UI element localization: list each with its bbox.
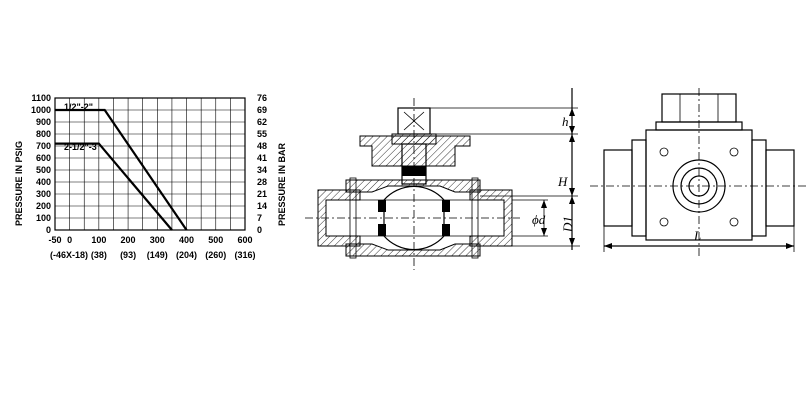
pad-hole-2 bbox=[729, 147, 739, 157]
x-tick-f: 300 bbox=[150, 235, 165, 245]
x-tick-c: (93) bbox=[120, 250, 136, 260]
pad-hole-1 bbox=[659, 147, 669, 157]
top-flange bbox=[359, 135, 471, 167]
y-axis-label-left: PRESSURE IN PSIG bbox=[14, 141, 24, 226]
seat-right-bottom bbox=[442, 224, 450, 236]
x-tick-f: 600 bbox=[237, 235, 252, 245]
y-tick-bar: 41 bbox=[257, 153, 267, 163]
y-tick-psig: 100 bbox=[36, 213, 51, 223]
y-tick-bar: 62 bbox=[257, 117, 267, 127]
y-tick-psig: 500 bbox=[36, 165, 51, 175]
ball-valve-end-view: L bbox=[590, 88, 806, 258]
y-tick-bar: 7 bbox=[257, 213, 262, 223]
y-tick-bar: 28 bbox=[257, 177, 267, 187]
body-bolt-right bbox=[471, 177, 479, 259]
pad-hole-3 bbox=[659, 217, 669, 227]
x-tick-c: (149) bbox=[147, 250, 168, 260]
dim-H: H bbox=[557, 174, 568, 189]
chart-frame bbox=[54, 97, 246, 231]
y-tick-psig: 1000 bbox=[31, 105, 51, 115]
y-tick-bar: 55 bbox=[257, 129, 267, 139]
end-view-side-right bbox=[765, 149, 795, 227]
dim-h: h bbox=[562, 114, 569, 129]
x-tick-c: (316) bbox=[234, 250, 255, 260]
y-tick-psig: 600 bbox=[36, 153, 51, 163]
dim-L: L bbox=[693, 228, 701, 243]
series-line-1 bbox=[55, 108, 188, 231]
stem-seal bbox=[402, 166, 426, 176]
y-tick-bar: 76 bbox=[257, 93, 267, 103]
y-tick-psig: 700 bbox=[36, 141, 51, 151]
y-tick-bar: 48 bbox=[257, 141, 267, 151]
x-tick-c: (38) bbox=[91, 250, 107, 260]
dim-D1: D1 bbox=[560, 216, 575, 233]
y-tick-bar: 0 bbox=[257, 225, 262, 235]
y-tick-bar: 69 bbox=[257, 105, 267, 115]
y-tick-psig: 900 bbox=[36, 117, 51, 127]
y-axis-label-right: PRESSURE IN BAR bbox=[277, 142, 287, 226]
x-tick-f: 0 bbox=[67, 235, 72, 245]
y-tick-psig: 200 bbox=[36, 201, 51, 211]
end-view-flange-right bbox=[751, 139, 767, 237]
series-line-2 bbox=[55, 142, 173, 231]
x-tick-f: 400 bbox=[179, 235, 194, 245]
y-tick-psig: 0 bbox=[46, 225, 51, 235]
end-view-flange-left bbox=[631, 139, 647, 237]
y-tick-psig: 800 bbox=[36, 129, 51, 139]
y-tick-bar: 14 bbox=[257, 201, 267, 211]
x-tick-c: (260) bbox=[205, 250, 226, 260]
y-tick-psig: 1100 bbox=[31, 93, 51, 103]
dim-phi-d: ϕd bbox=[532, 212, 546, 227]
chart-grid bbox=[54, 97, 246, 231]
dimension-lines bbox=[430, 88, 580, 250]
x-tick-c: (204) bbox=[176, 250, 197, 260]
x-tick-f: 200 bbox=[121, 235, 136, 245]
x-tick-c: (-46X-18) bbox=[50, 250, 88, 260]
series-label-1: 1/2"-2" bbox=[64, 102, 93, 112]
y-tick-bar: 34 bbox=[257, 165, 267, 175]
seat-left-bottom bbox=[378, 224, 386, 236]
seat-left-top bbox=[378, 200, 386, 212]
end-view-side-left bbox=[603, 149, 633, 227]
seat-right-top bbox=[442, 200, 450, 212]
body-bolt-left bbox=[349, 177, 357, 259]
y-tick-psig: 400 bbox=[36, 177, 51, 187]
y-tick-bar: 21 bbox=[257, 189, 267, 199]
ball-valve-section-view: h H ϕd D1 bbox=[305, 88, 580, 270]
pad-hole-4 bbox=[729, 217, 739, 227]
x-tick-f: 100 bbox=[91, 235, 106, 245]
x-tick-f: 500 bbox=[208, 235, 223, 245]
x-tick-f: -50 bbox=[48, 235, 61, 245]
chart-series bbox=[55, 108, 188, 231]
y-tick-psig: 300 bbox=[36, 189, 51, 199]
series-label-2: 2-1/2"-3 bbox=[64, 142, 97, 152]
